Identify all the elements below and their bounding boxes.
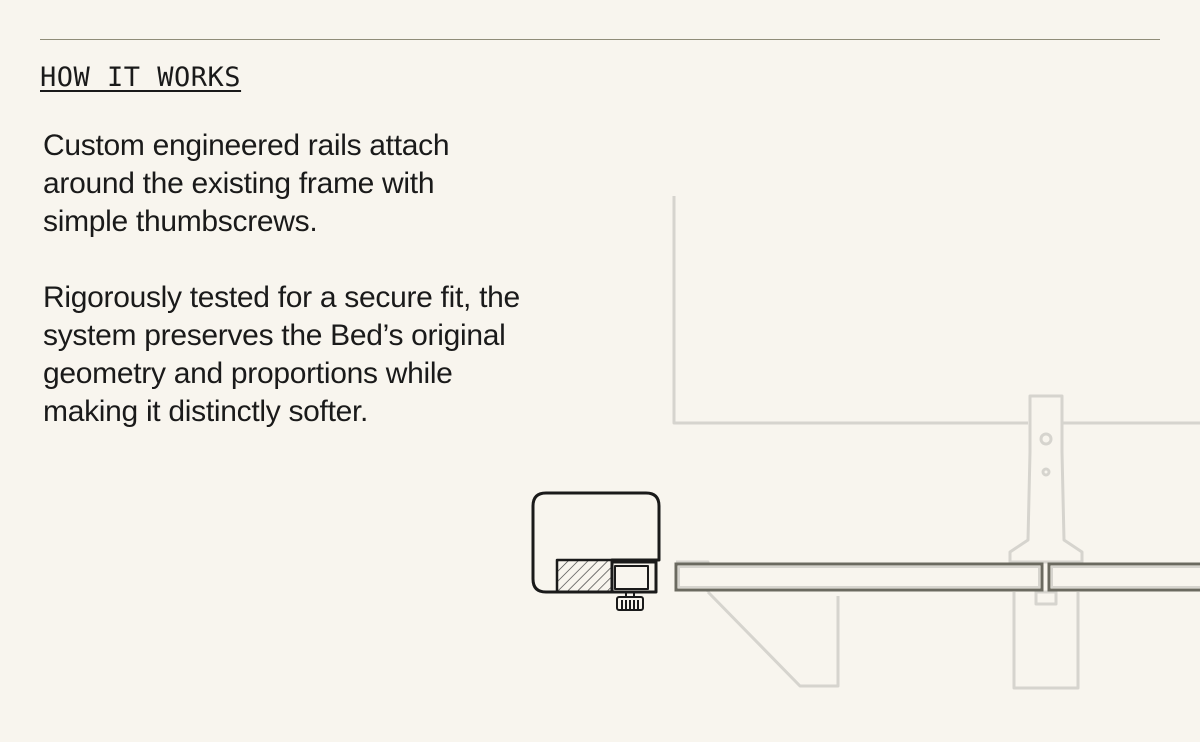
headboard-outline bbox=[672, 196, 1028, 425]
support-bracket bbox=[706, 590, 840, 688]
frame-hatched bbox=[555, 558, 614, 594]
board-left-inner bbox=[678, 566, 1040, 588]
board-right bbox=[1047, 562, 1200, 592]
paragraph-fit: Rigorously tested for a secure fit, the … bbox=[43, 281, 520, 428]
board-left bbox=[674, 562, 1044, 592]
post-bolt-lower bbox=[1041, 467, 1051, 477]
clamp-inner bbox=[614, 565, 649, 590]
paragraph-rails: Custom engineered rails attach around th… bbox=[43, 129, 450, 238]
thumbscrew-icon bbox=[616, 591, 644, 611]
rail-cross-section bbox=[531, 491, 661, 594]
section-heading: HOW IT WORKS bbox=[40, 62, 242, 93]
board-right-inner bbox=[1051, 566, 1200, 588]
cushion-rail-outline bbox=[531, 491, 661, 594]
post-upper bbox=[1008, 394, 1084, 564]
post-clip bbox=[1034, 590, 1058, 606]
body-copy: Custom engineered rails attach around th… bbox=[43, 127, 523, 469]
post-bolt-upper bbox=[1039, 432, 1053, 446]
post-lower bbox=[1012, 592, 1080, 690]
bed-frame bbox=[672, 196, 1200, 690]
platform-boards bbox=[674, 562, 1200, 592]
top-divider bbox=[40, 39, 1160, 40]
